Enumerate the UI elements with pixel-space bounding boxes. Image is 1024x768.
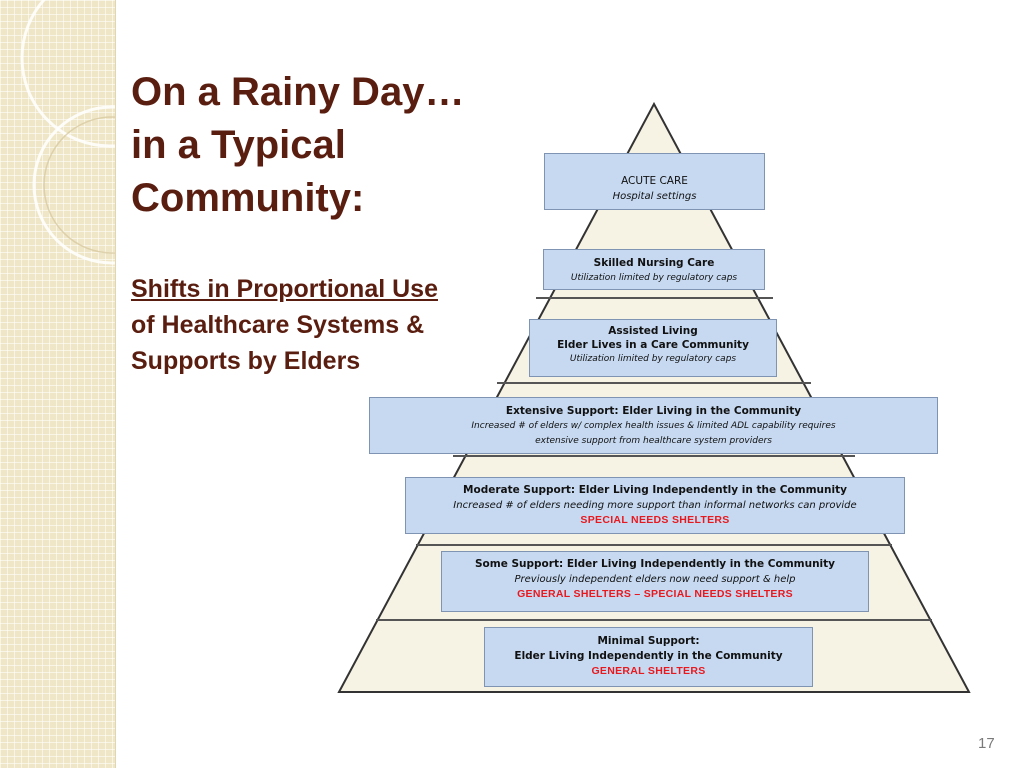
tier-heading: Extensive Support: Elder Living in the C… [505, 405, 802, 417]
tier-detail: Utilization limited by regulatory caps [569, 354, 737, 364]
tier-shelter-label: GENERAL SHELTERS – SPECIAL NEEDS SHELTER… [517, 588, 793, 600]
slide-subtitle: Shifts in Proportional Use of Healthcare… [131, 271, 438, 379]
tier-detail: Hospital settings [612, 191, 697, 202]
tier-heading: ACUTE CARE [621, 175, 688, 187]
tier-extensive-support: Extensive Support: Elder Living in the C… [369, 397, 938, 454]
tier-heading: Skilled Nursing Care [593, 257, 715, 269]
title-line-3: Community: [131, 176, 365, 220]
pyramid-tier-dividers [376, 297, 932, 621]
tier-detail: Increased # of elders w/ complex health … [471, 421, 836, 431]
tier-detail: Increased # of elders needing more suppo… [453, 500, 857, 511]
tier-heading-2: Elder Lives in a Care Community [557, 339, 749, 351]
decorative-rings [20, 0, 115, 265]
tier-some-support: Some Support: Elder Living Independently… [441, 551, 869, 612]
tier-shelter-label: SPECIAL NEEDS SHELTERS [580, 514, 730, 526]
tier-shelter-label: GENERAL SHELTERS [591, 665, 706, 677]
tier-acute-care: ACUTE CARE Hospital settings [544, 153, 765, 210]
slide-title: On a Rainy Day… in a Typical Community: [131, 66, 464, 225]
subtitle-line-2: Supports by Elders [131, 347, 361, 375]
tier-minimal-support: Minimal Support: Elder Living Independen… [484, 627, 813, 687]
tier-detail: Previously independent elders now need s… [514, 574, 796, 585]
tier-heading-2: Elder Living Independently in the Commun… [514, 650, 783, 662]
tier-heading: Moderate Support: Elder Living Independe… [463, 484, 847, 496]
page-number: 17 [978, 735, 995, 752]
title-line-2: in a Typical [131, 123, 346, 167]
tier-detail: Utilization limited by regulatory caps [570, 273, 738, 283]
tier-skilled-nursing: Skilled Nursing Care Utilization limited… [543, 249, 765, 290]
title-line-1: On a Rainy Day… [131, 70, 465, 114]
subtitle-underlined: Shifts in Proportional Use [131, 275, 438, 303]
tier-moderate-support: Moderate Support: Elder Living Independe… [405, 477, 905, 534]
tier-heading: Assisted Living [608, 325, 698, 337]
subtitle-line-1: of Healthcare Systems & [131, 311, 425, 339]
tier-heading: Some Support: Elder Living Independently… [474, 558, 836, 570]
tier-heading: Minimal Support: [597, 635, 700, 647]
tier-assisted-living: Assisted Living Elder Lives in a Care Co… [529, 319, 777, 377]
tier-detail-2: extensive support from healthcare system… [535, 436, 772, 446]
decorative-sidebar [0, 0, 116, 768]
